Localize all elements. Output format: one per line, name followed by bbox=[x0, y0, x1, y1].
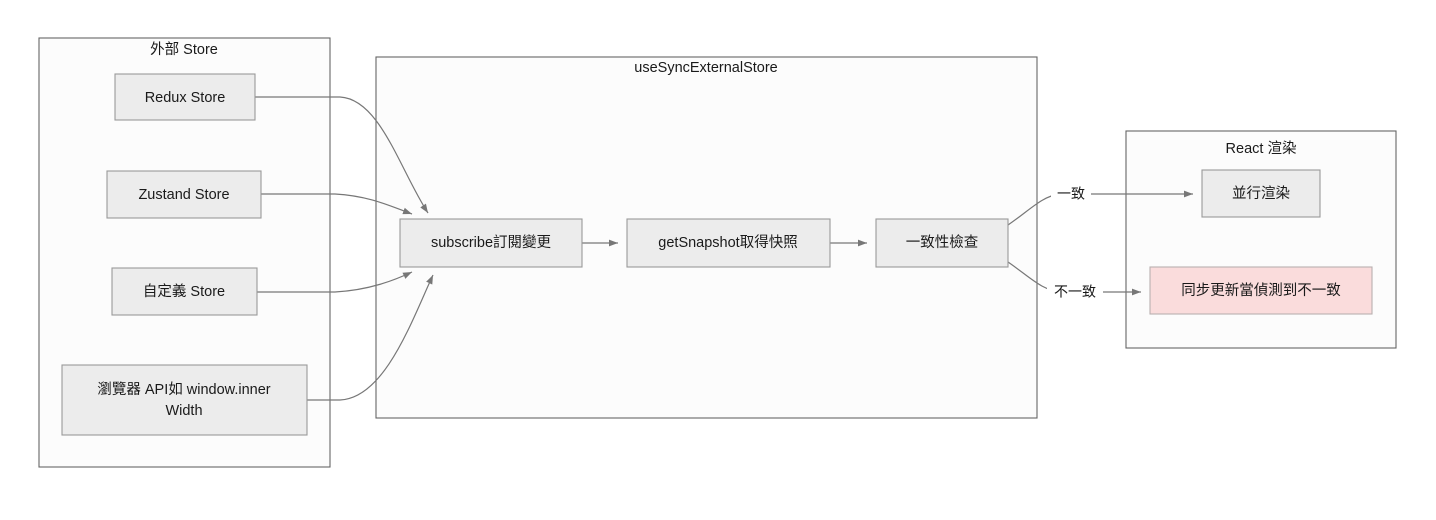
edge-browser-api-to-subscribe bbox=[307, 274, 434, 401]
node-browser-api-label-line2: Width bbox=[165, 403, 202, 419]
node-zustand-store[interactable]: Zustand Store bbox=[106, 170, 262, 219]
node-zustand-store-rect[interactable] bbox=[106, 170, 262, 219]
node-concurrent-render-rect[interactable] bbox=[1201, 169, 1321, 218]
node-sync-update[interactable]: 同步更新當偵測到不一致 bbox=[1149, 266, 1373, 315]
node-sync-update-rect[interactable] bbox=[1149, 266, 1373, 315]
node-custom-store-rect[interactable] bbox=[111, 267, 258, 316]
node-redux-store[interactable]: Redux Store bbox=[114, 73, 256, 121]
node-custom-store[interactable]: 自定義 Store bbox=[111, 267, 258, 316]
node-zustand-store-label: Zustand Store bbox=[138, 187, 229, 203]
edges-layer: 一致 不一致 bbox=[255, 96, 1193, 401]
node-sync-update-label: 同步更新當偵測到不一致 bbox=[1181, 282, 1341, 299]
node-redux-store-rect[interactable] bbox=[114, 73, 256, 121]
edge-redux-to-subscribe bbox=[255, 96, 429, 214]
node-consistency-check-label: 一致性檢查 bbox=[906, 234, 979, 251]
node-subscribe-rect[interactable] bbox=[399, 218, 583, 268]
cluster-react-render-rect bbox=[1125, 130, 1397, 349]
edge-label-bg-consistent bbox=[1051, 185, 1091, 204]
cluster-react-render-label: React 渲染 bbox=[1226, 140, 1297, 157]
edge-label-inconsistent: 不一致 bbox=[1054, 284, 1096, 300]
edge-custom-to-subscribe bbox=[257, 271, 413, 293]
node-concurrent-render-label: 並行渲染 bbox=[1232, 185, 1290, 202]
node-get-snapshot-rect[interactable] bbox=[626, 218, 831, 268]
node-concurrent-render[interactable]: 並行渲染 bbox=[1201, 169, 1321, 218]
node-browser-api-label-line1: 瀏覽器 API如 window.inner bbox=[97, 381, 270, 398]
node-get-snapshot-label: getSnapshot取得快照 bbox=[658, 234, 797, 251]
node-get-snapshot[interactable]: getSnapshot取得快照 bbox=[626, 218, 831, 268]
node-consistency-check-rect[interactable] bbox=[875, 218, 1009, 268]
node-custom-store-label: 自定義 Store bbox=[143, 283, 225, 300]
node-consistency-check[interactable]: 一致性檢查 bbox=[875, 218, 1009, 268]
cluster-use-sync-external-store-label: useSyncExternalStore bbox=[634, 60, 777, 76]
node-browser-api[interactable]: 瀏覽器 API如 window.inner Width bbox=[61, 364, 308, 436]
cluster-external-store-label: 外部 Store bbox=[150, 41, 218, 58]
node-browser-api-rect[interactable] bbox=[61, 364, 308, 436]
cluster-react-render: React 渲染 bbox=[1125, 130, 1397, 349]
edge-label-bg-inconsistent bbox=[1047, 283, 1103, 302]
edge-label-consistent: 一致 bbox=[1057, 186, 1085, 202]
node-subscribe[interactable]: subscribe訂閱變更 bbox=[399, 218, 583, 268]
node-redux-store-label: Redux Store bbox=[145, 90, 226, 106]
node-subscribe-label: subscribe訂閱變更 bbox=[431, 234, 552, 251]
edge-zustand-to-subscribe bbox=[261, 193, 413, 215]
